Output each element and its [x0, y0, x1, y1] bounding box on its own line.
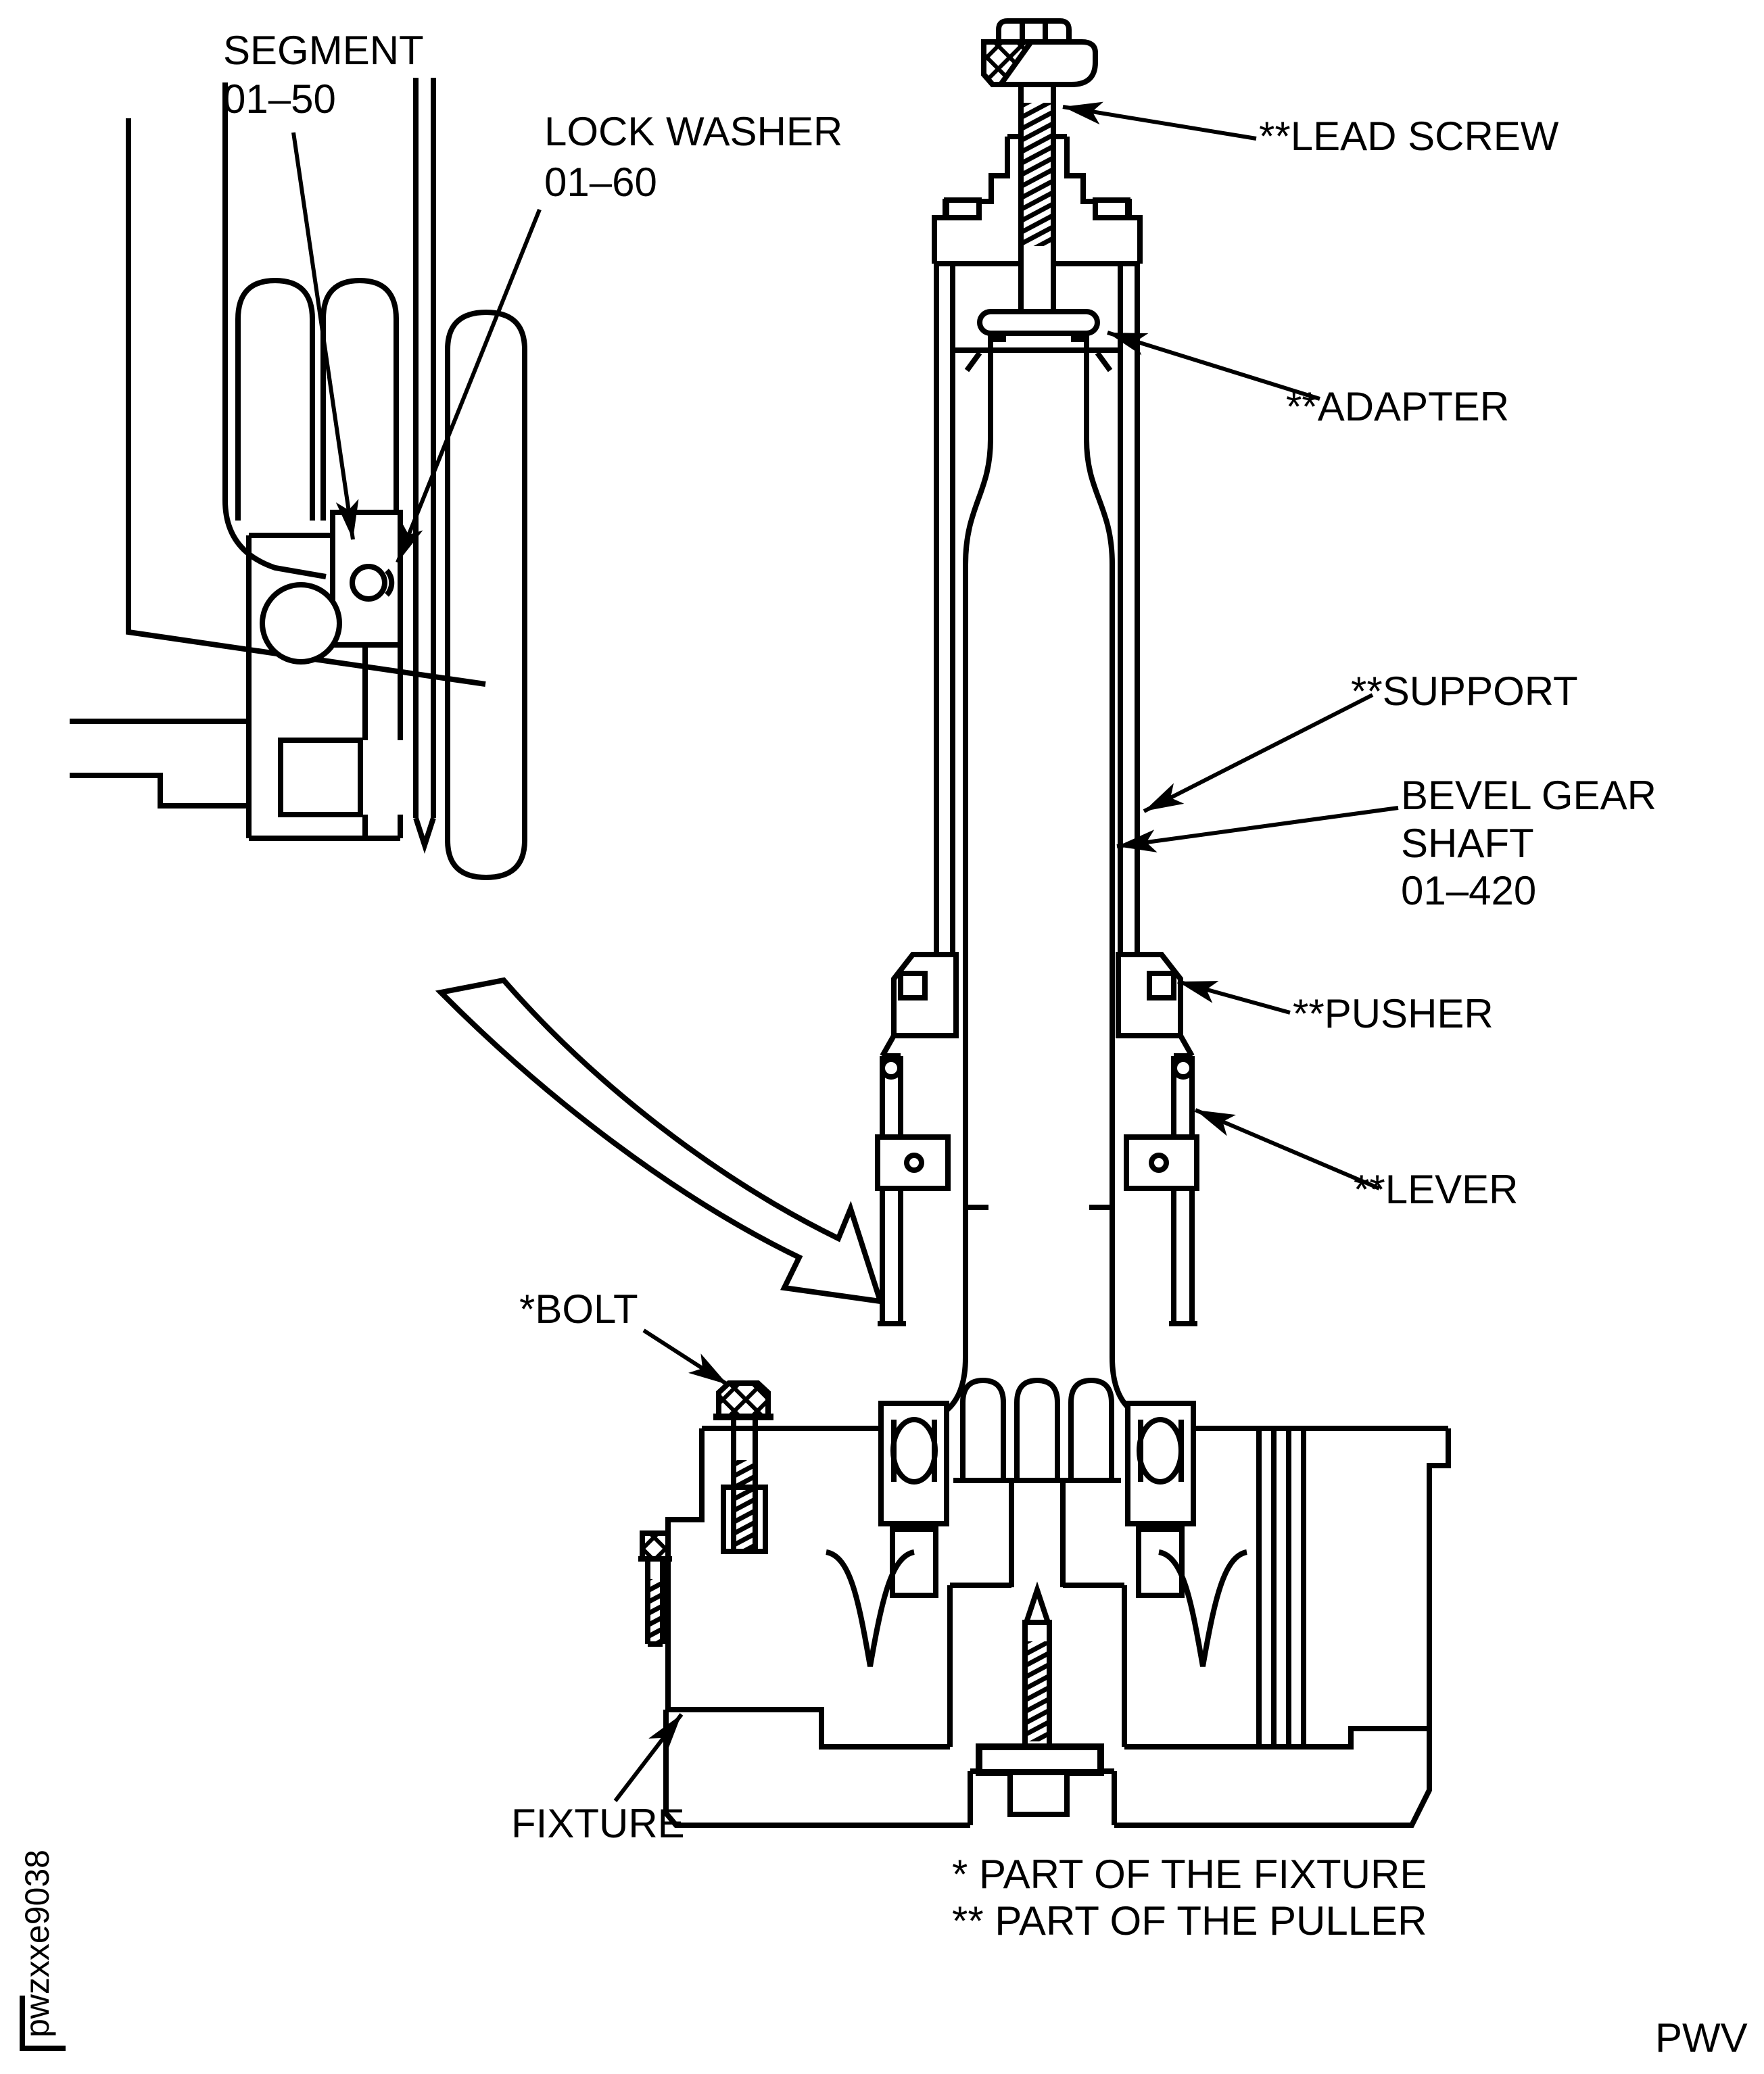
fixture-vee-cutout-right — [1158, 1549, 1248, 1667]
footnote-fixture: * PART OF THE FIXTURE — [952, 1852, 1427, 1897]
corner-bolt-threads — [648, 1579, 663, 1644]
pusher-leader — [1177, 980, 1291, 1015]
detail-retainer-square — [278, 738, 363, 817]
shaft-wall-left — [963, 333, 993, 1357]
bearing-spacer-right — [1136, 1526, 1185, 1598]
gear-tooth-2 — [1014, 1377, 1060, 1480]
lever-guide-hole-right — [1149, 1153, 1169, 1173]
detail-shaft-spline-lines — [413, 78, 436, 854]
lock-washer-id: 01–60 — [544, 160, 657, 205]
detail-bearing-ball — [260, 582, 342, 665]
leader-lines — [291, 101, 1399, 1802]
segment-id: 01–50 — [223, 76, 336, 122]
lever-label: **LEVER — [1354, 1167, 1518, 1212]
curved-arrow — [435, 977, 884, 1305]
lock-washer-ball — [350, 564, 387, 602]
labels: SEGMENT 01–50 LOCK WASHER 01–60 **LEAD S… — [18, 28, 1748, 2060]
bevel-gear-shaft-label-line2: SHAFT — [1401, 821, 1534, 866]
bevel-gear-shaft-label-line1: BEVEL GEAR — [1401, 773, 1656, 818]
bolt-sleeve — [721, 1485, 768, 1554]
pusher-notch-left — [898, 971, 928, 1000]
bolt-label: *BOLT — [519, 1286, 638, 1332]
fixture-body-right — [1114, 1426, 1451, 1828]
segment-label: SEGMENT — [223, 28, 424, 73]
lead-screw-hex-nut — [996, 18, 1072, 42]
bevel-gear-shaft-leader — [1116, 806, 1399, 852]
fixture-leader — [613, 1713, 684, 1802]
lead-screw-label: **LEAD SCREW — [1259, 114, 1559, 159]
detail-left-arm-lines — [70, 719, 249, 809]
figure-id-bracket — [20, 1996, 66, 2051]
lever-leader — [1194, 1108, 1381, 1190]
center-screw-threads — [1025, 1641, 1049, 1741]
page-code: PWV — [1655, 2015, 1748, 2060]
lead-screw-leader — [1062, 101, 1257, 141]
gear-tooth-1 — [960, 1377, 1006, 1480]
adapter-bar — [977, 309, 1100, 336]
fixture-vee-cutout-left — [825, 1549, 915, 1667]
lever-pivot-right — [1172, 1057, 1195, 1080]
adapter-leader — [1107, 331, 1320, 401]
detail-spline-capsule — [445, 309, 527, 881]
fixture-center-pocket — [947, 1480, 1127, 1747]
detail-bearing-housing — [246, 533, 333, 838]
footnote-puller: ** PART OF THE PULLER — [952, 1898, 1427, 1944]
detail-gear-tooth-arch-1 — [235, 277, 315, 521]
lead-screw-threads — [1021, 103, 1053, 246]
center-screw-washer — [976, 1743, 1104, 1776]
lever-guide-hole-left — [904, 1153, 924, 1173]
bolt-leader — [642, 1328, 729, 1386]
pusher-notch-right — [1147, 971, 1176, 1000]
lever-pivot-left — [880, 1057, 903, 1080]
shaft-shoulder-chamfers — [964, 351, 1113, 372]
support-top-steps — [932, 134, 1143, 264]
bearing-spacer-left — [890, 1526, 938, 1598]
bearing-race-right — [1138, 1420, 1184, 1482]
support-leader — [1143, 693, 1374, 813]
detail-shaft-below-block — [362, 645, 403, 740]
detail-view — [70, 78, 527, 881]
support-tube-walls — [934, 264, 1140, 979]
support-ear-left — [944, 197, 982, 220]
segment-leader — [291, 132, 359, 540]
support-ear-right — [1093, 197, 1130, 220]
detail-gear-tooth-arch-2 — [320, 277, 399, 521]
bearing-race-left — [891, 1420, 937, 1482]
fixture-label: FIXTURE — [511, 1801, 685, 1846]
lock-washer-arc — [384, 569, 395, 597]
pusher-shoulders — [880, 1034, 1195, 1057]
detail-retainer-base — [249, 815, 403, 841]
bevel-gear-shaft-label-line3: 01–420 — [1401, 868, 1536, 913]
transfer-arrow — [435, 977, 884, 1305]
corner-bolt-head — [640, 1530, 671, 1562]
fixture-column-lines — [1256, 1428, 1306, 1747]
shaft-wall-right — [1084, 333, 1115, 1357]
lock-washer-leader — [396, 208, 542, 564]
support-label: **SUPPORT — [1351, 669, 1578, 714]
detail-inner-curve — [222, 82, 327, 579]
collar-hatch-section — [981, 39, 1036, 87]
main-view — [638, 18, 1451, 1828]
fixture-base-left — [663, 1710, 1117, 1828]
center-screw-nut — [1007, 1770, 1070, 1817]
pusher-label: **PUSHER — [1293, 991, 1494, 1036]
adapter-label: **ADAPTER — [1286, 384, 1509, 429]
bolt-threads — [734, 1460, 755, 1551]
lever-guide-right — [1124, 1134, 1199, 1191]
center-screw-tip — [1022, 1581, 1052, 1625]
bolt-head — [716, 1380, 771, 1420]
lever-guide-left — [875, 1134, 951, 1191]
lock-washer-label: LOCK WASHER — [544, 109, 842, 154]
gear-tooth-3 — [1068, 1377, 1114, 1480]
shaft-bell-flare — [938, 1357, 1139, 1428]
